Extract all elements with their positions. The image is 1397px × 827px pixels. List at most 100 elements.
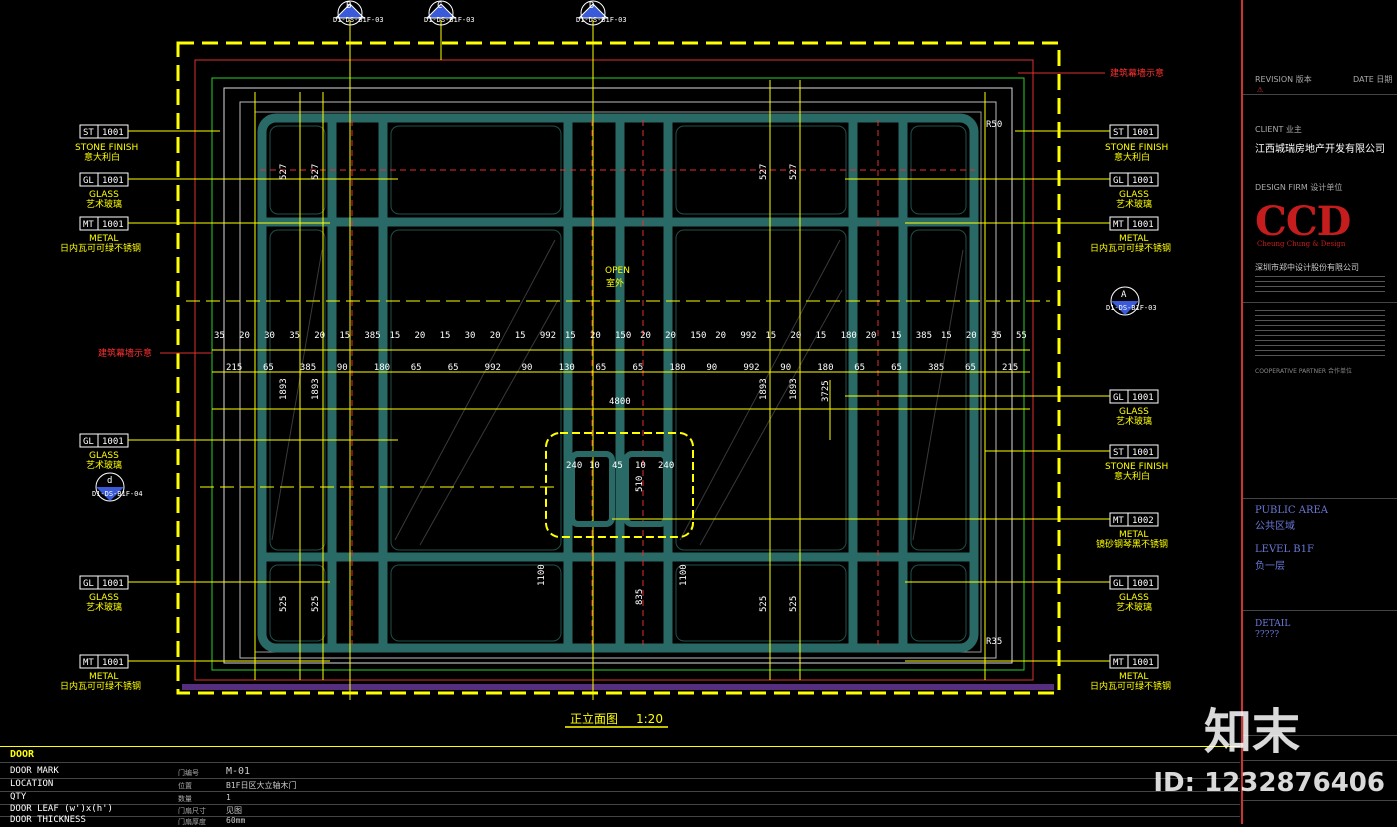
level-en: LEVEL B1F	[1255, 544, 1314, 555]
disclaimer-lines	[1255, 310, 1385, 356]
cooperative-label: COOPERATIVE PARTNER 合作单位	[1255, 368, 1352, 375]
svg-text:艺术玻璃: 艺术玻璃	[86, 459, 122, 471]
schedule-label: DOOR MARK	[10, 766, 59, 776]
svg-text:GLASS: GLASS	[1119, 407, 1149, 417]
schedule-value: M-01	[226, 766, 251, 777]
dimension-value: 992	[740, 331, 756, 341]
handle-bars	[569, 451, 669, 527]
svg-text:STONE FINISH: STONE FINISH	[1105, 143, 1168, 153]
dimension-value: 385	[916, 331, 932, 341]
dimension-value: 992	[540, 331, 556, 341]
svg-text:1001: 1001	[1132, 448, 1154, 458]
svg-text:1001: 1001	[102, 437, 124, 447]
dimension-value: 30	[264, 331, 275, 341]
svg-text:ST: ST	[1113, 128, 1124, 138]
dimension-value: 65	[632, 363, 643, 373]
watermark-id: ID: 1232876406	[1153, 768, 1385, 798]
svg-text:D1-DS-B1F-03: D1-DS-B1F-03	[333, 16, 384, 24]
dimension-value: 15	[765, 331, 776, 341]
svg-text:GLASS: GLASS	[1119, 190, 1149, 200]
schedule-cn: 门扇厚度	[178, 818, 206, 826]
dimension-value: 15	[339, 331, 350, 341]
svg-text:B: B	[346, 1, 351, 11]
svg-text:GL: GL	[1113, 393, 1124, 403]
svg-text:意大利白: 意大利白	[84, 151, 120, 163]
dimension-value: 55	[1016, 331, 1027, 341]
dimension-value: 992	[485, 363, 501, 373]
svg-text:艺术玻璃: 艺术玻璃	[1116, 198, 1152, 210]
dimension-value: 20	[790, 331, 801, 341]
schedule-cn: 数量	[178, 795, 192, 803]
schedule-header: DOOR	[10, 749, 35, 760]
svg-text:1002: 1002	[1132, 516, 1154, 526]
dim-v-top-3: 527	[759, 164, 769, 180]
svg-text:1001: 1001	[102, 220, 124, 230]
svg-text:GLASS: GLASS	[89, 593, 119, 603]
svg-text:GLASS: GLASS	[89, 451, 119, 461]
open-label: OPEN	[605, 266, 630, 276]
svg-text:MT: MT	[83, 658, 94, 668]
dim-v-bot-3: 525	[759, 596, 769, 612]
dimension-value: 20	[314, 331, 325, 341]
schedule-label: LOCATION	[10, 779, 54, 789]
dimension-value: 20	[590, 331, 601, 341]
svg-text:日内瓦可可绿不锈钢: 日内瓦可可绿不锈钢	[60, 680, 141, 692]
dim-total: 4800	[609, 397, 631, 407]
svg-text:MT: MT	[83, 220, 94, 230]
dimension-value: 90	[337, 363, 348, 373]
dim-v-mid-4: 1893	[789, 378, 799, 400]
svg-text:D1-DS-B1F-03: D1-DS-B1F-03	[1106, 304, 1157, 312]
drawing-title: 正立面图	[570, 711, 618, 726]
axis-lines	[186, 20, 1050, 700]
red-note-left: 建筑幕墙示意	[98, 347, 152, 359]
dimension-value: 15	[440, 331, 451, 341]
callout-right-a: A D1-DS-B1F-03	[1106, 286, 1157, 316]
dimension-value: 385	[364, 331, 380, 341]
svg-text:STONE FINISH: STONE FINISH	[75, 143, 138, 153]
dimension-value: 15	[891, 331, 902, 341]
client-label: CLIENT 业主	[1255, 125, 1302, 134]
dimension-value: 65	[448, 363, 459, 373]
svg-text:日内瓦可可绿不锈钢: 日内瓦可可绿不锈钢	[60, 242, 141, 254]
dim-v-door: 835	[635, 589, 645, 605]
dim-v-low: 1100	[537, 564, 547, 586]
red-frame	[194, 59, 1034, 681]
svg-text:日内瓦可可绿不锈钢: 日内瓦可可绿不锈钢	[1090, 242, 1171, 254]
callout-top-d: D D1-DS-B1F-03	[576, 0, 627, 26]
red-note-right: 建筑幕墙示意	[1110, 67, 1164, 79]
dimension-value: 215	[1002, 363, 1018, 373]
svg-text:艺术玻璃: 艺术玻璃	[86, 601, 122, 613]
svg-text:METAL: METAL	[89, 672, 118, 682]
dim-v-bot: 525	[279, 596, 289, 612]
dimension-value: 15	[816, 331, 827, 341]
svg-text:GL: GL	[1113, 579, 1124, 589]
svg-text:METAL: METAL	[1119, 672, 1148, 682]
green-frame	[211, 77, 1025, 671]
open-label-cn: 室外	[606, 277, 624, 289]
dimension-value: 65	[596, 363, 607, 373]
dimension-value: 180	[669, 363, 685, 373]
svg-text:1001: 1001	[102, 128, 124, 138]
dimension-value: 10	[589, 461, 600, 471]
dimension-value: 385	[928, 363, 944, 373]
svg-text:1001: 1001	[1132, 579, 1154, 589]
dimension-value: 65	[411, 363, 422, 373]
dimension-value: 90	[706, 363, 717, 373]
dimension-value: 20	[640, 331, 651, 341]
svg-text:C: C	[437, 1, 442, 11]
ccd-logo-sub: Cheung Chung & Design	[1257, 240, 1346, 248]
svg-text:GL: GL	[1113, 176, 1124, 186]
dimension-value: 15	[389, 331, 400, 341]
svg-text:METAL: METAL	[1119, 234, 1148, 244]
dim-r50: R50	[986, 120, 1002, 130]
dimension-value: 20	[239, 331, 250, 341]
glass-hatch	[271, 239, 964, 546]
